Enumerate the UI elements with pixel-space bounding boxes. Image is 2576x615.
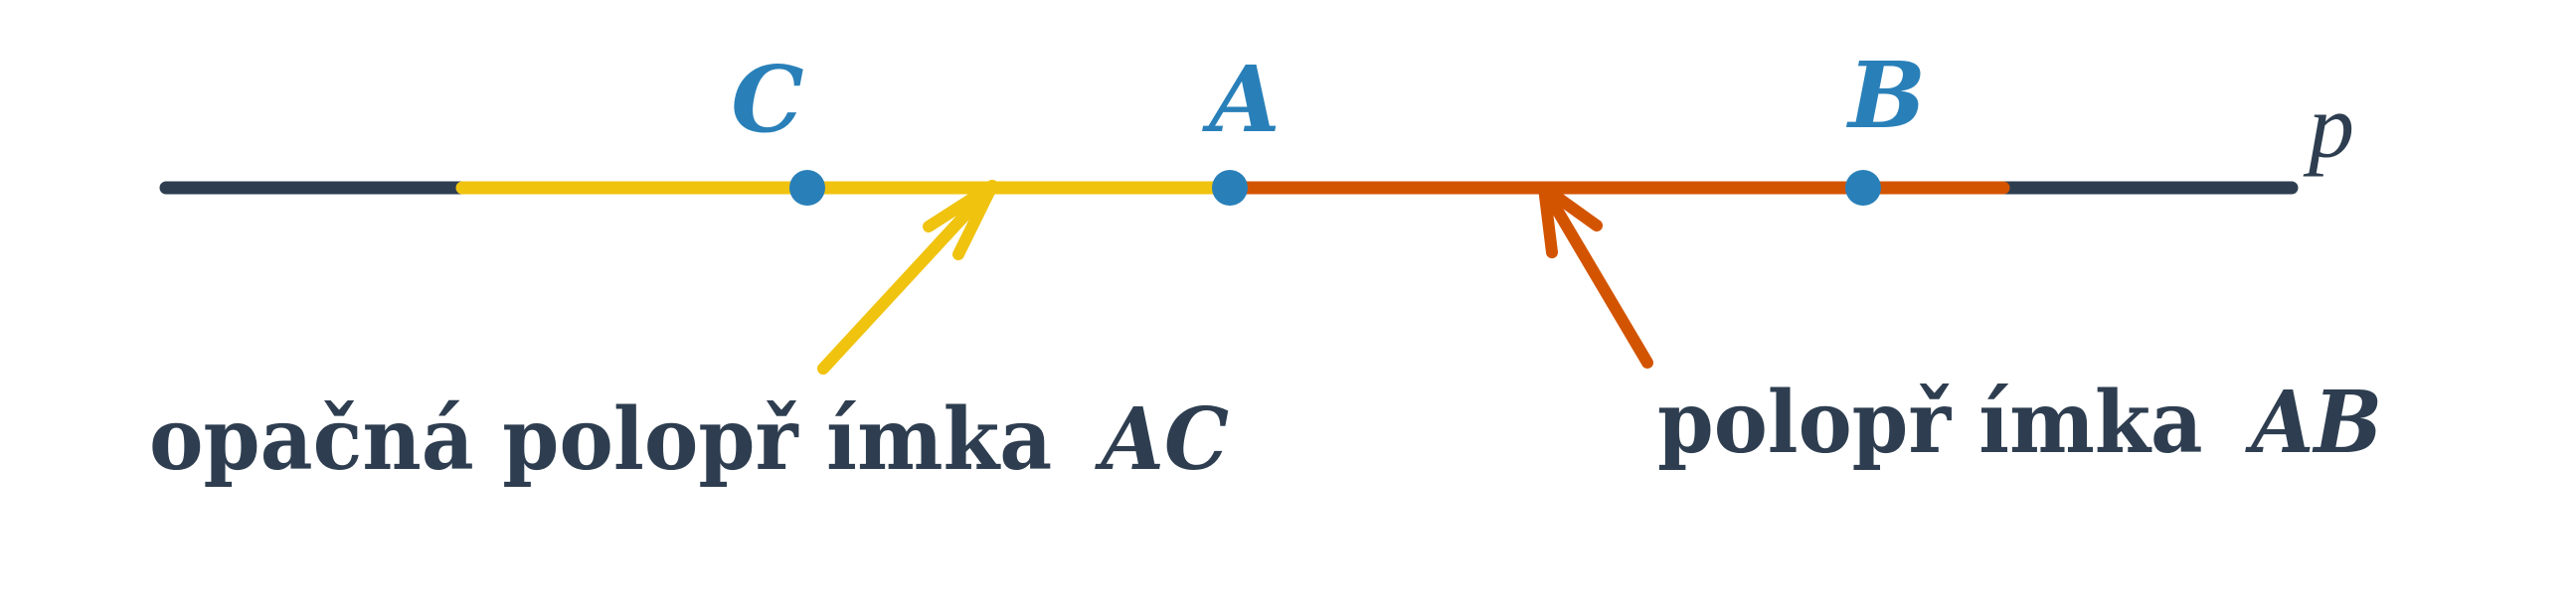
point-b-label: B: [1845, 42, 1926, 149]
point-b: [1845, 170, 1881, 206]
point-a-label: A: [1201, 46, 1280, 153]
ray-caption: polopř ímka AB: [1657, 373, 2382, 473]
opposite-ray-caption: opačná polopř ímka AC: [149, 389, 1229, 490]
point-c-label: C: [731, 46, 803, 153]
ray-caption-text: polopř ímka: [1657, 373, 2203, 473]
line-p-label: p: [2303, 76, 2354, 177]
opposite-ray-caption-text: opačná polopř ímka: [149, 389, 1052, 490]
ray-arrow: [1538, 182, 1653, 369]
point-a: [1212, 170, 1248, 206]
ray-caption-math: AB: [2245, 373, 2382, 473]
opposite-ray-arrow: [817, 180, 998, 375]
point-c: [789, 170, 825, 206]
opposite-ray-caption-math: AC: [1095, 389, 1229, 490]
